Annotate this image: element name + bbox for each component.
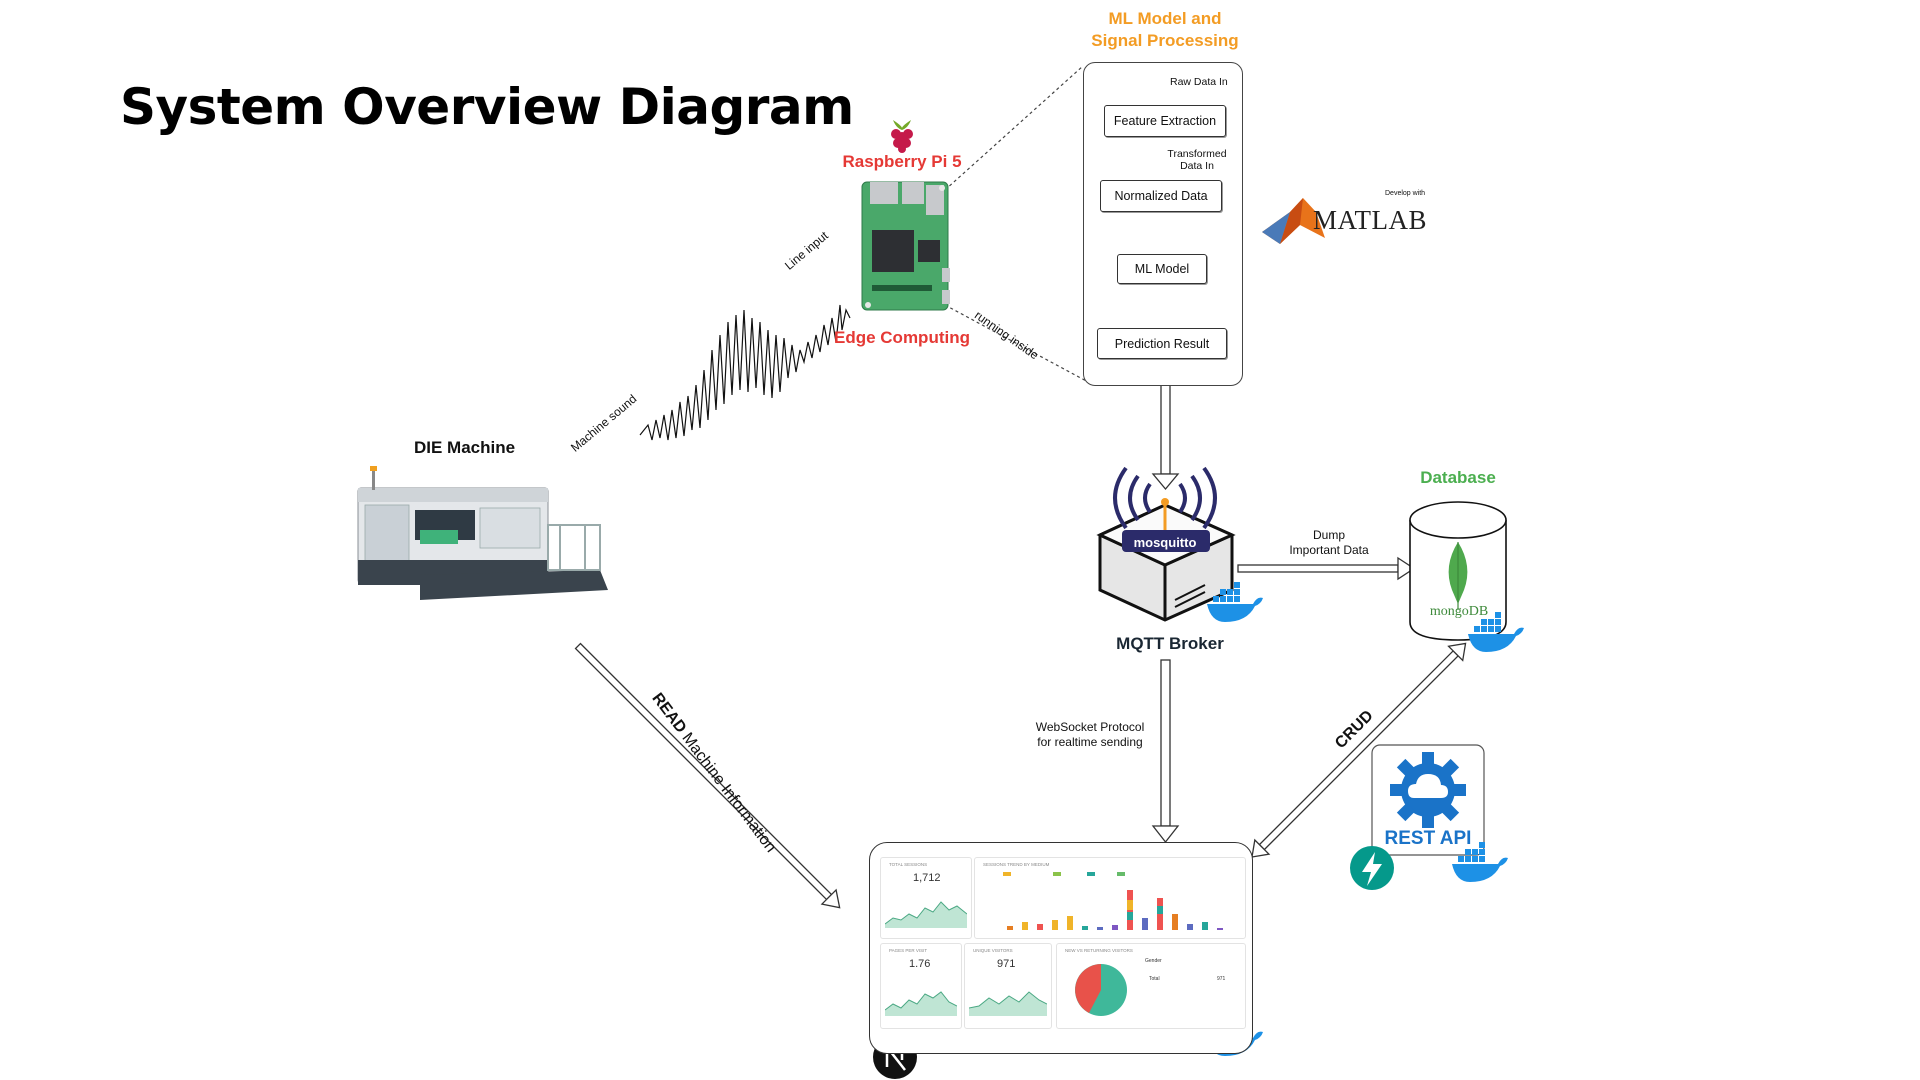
card2-label: Sessions Trend by Medium bbox=[983, 862, 1050, 867]
card5-pie-chart bbox=[1075, 964, 1127, 1016]
ml-heading-line1: ML Model and bbox=[1108, 9, 1222, 28]
ml-heading-line2: Signal Processing bbox=[1091, 31, 1239, 50]
database-label: Database bbox=[1420, 468, 1496, 487]
card4-value: 971 bbox=[997, 958, 1016, 970]
card4-sparkline bbox=[969, 991, 1047, 1016]
transformed-line1: Transformed bbox=[1167, 148, 1227, 160]
dashboard-card-total-sessions: Total Sessions 1,712 bbox=[880, 857, 972, 939]
dashboard-card-unique-visitors: Unique Visitors 971 bbox=[964, 943, 1052, 1029]
fastapi-icon bbox=[1350, 846, 1394, 890]
mosquitto-logo-text: mosquitto bbox=[1133, 535, 1197, 550]
card1-value: 1,712 bbox=[913, 872, 941, 884]
card2-bar-chart bbox=[1003, 872, 1223, 930]
rest-api-label: REST API bbox=[1384, 828, 1472, 849]
docker-icon-mongodb bbox=[1468, 612, 1524, 652]
card1-sparkline bbox=[885, 901, 967, 928]
raspberry-pi-label: Raspberry Pi 5 bbox=[842, 152, 962, 171]
card5-label: New vs Returning Visitors bbox=[1065, 948, 1133, 953]
matlab-caption: Develop with bbox=[1385, 190, 1426, 197]
card3-label: Pages per Visit bbox=[889, 948, 928, 953]
raw-data-in-label: Raw Data In bbox=[1170, 76, 1228, 88]
dump-line1: Dump bbox=[1312, 528, 1345, 542]
page-title: System Overview Diagram bbox=[120, 78, 854, 136]
arrow-read bbox=[574, 642, 841, 909]
matlab-logo-icon bbox=[1262, 198, 1325, 244]
dashboard-card-pages-per-visit: Pages per Visit 1.76 bbox=[880, 943, 962, 1029]
arrow-mqtt-to-db bbox=[1237, 556, 1416, 581]
feature-extraction-box: Feature Extraction bbox=[1104, 105, 1226, 137]
stacked-bars bbox=[1007, 890, 1223, 930]
sound-waveform bbox=[639, 304, 851, 441]
matlab-wordmark: MATLAB bbox=[1313, 205, 1428, 235]
arrow-crud bbox=[1251, 642, 1467, 858]
total-label: Total bbox=[1149, 976, 1160, 982]
dashboard-preview: Total Sessions 1,712 Sessions Trend by M… bbox=[869, 842, 1253, 1054]
dump-data-label: Dump Important Data bbox=[1266, 528, 1392, 558]
arrow-ml-to-mqtt bbox=[1151, 383, 1180, 491]
rest-api-box bbox=[1371, 744, 1485, 856]
dashboard-card-sessions-trend: Sessions Trend by Medium bbox=[974, 857, 1246, 939]
die-machine-label: DIE Machine bbox=[414, 438, 516, 457]
prediction-result-box: Prediction Result bbox=[1097, 328, 1227, 359]
docker-icon-restapi bbox=[1452, 842, 1508, 882]
ml-model-box: ML Model bbox=[1117, 254, 1207, 284]
ml-panel-heading: ML Model and Signal Processing bbox=[1070, 8, 1260, 52]
mongodb-cylinder-icon bbox=[1409, 501, 1507, 641]
mqtt-broker-label: MQTT Broker bbox=[1116, 634, 1224, 653]
raspberry-pi-board bbox=[861, 181, 950, 311]
gear-cloud-icon bbox=[1390, 752, 1466, 828]
raspberry-logo-icon bbox=[891, 120, 913, 153]
docker-icon-mqtt bbox=[1207, 582, 1263, 622]
gender-label: Gender bbox=[1145, 958, 1162, 964]
transformed-line2: Data In bbox=[1180, 160, 1214, 172]
transformed-data-label: Transformed Data In bbox=[1162, 148, 1232, 172]
arrow-mqtt-to-dashboard bbox=[1151, 659, 1180, 844]
card1-label: Total Sessions bbox=[889, 862, 928, 867]
mongodb-logo-text: mongoDB bbox=[1429, 604, 1489, 619]
total-value: 971 bbox=[1217, 976, 1226, 982]
dashboard-card-new-vs-returning: New vs Returning Visitors Gender Total 9… bbox=[1056, 943, 1246, 1029]
websocket-line1: WebSocket Protocol bbox=[1035, 720, 1145, 734]
card3-sparkline bbox=[885, 991, 957, 1016]
die-machine-illustration bbox=[357, 466, 608, 600]
normalized-data-box: Normalized Data bbox=[1100, 180, 1222, 212]
card4-label: Unique Visitors bbox=[973, 948, 1013, 953]
websocket-line2: for realtime sending bbox=[1037, 735, 1143, 749]
dump-line2: Important Data bbox=[1289, 543, 1369, 557]
card3-value: 1.76 bbox=[909, 958, 931, 970]
legend-swatches bbox=[1003, 872, 1125, 876]
mqtt-broker-icon bbox=[1096, 466, 1236, 622]
websocket-label: WebSocket Protocol for realtime sending bbox=[1020, 720, 1160, 750]
dotted-connector-top bbox=[944, 65, 1084, 191]
edge-computing-label: Edge Computing bbox=[834, 328, 970, 347]
